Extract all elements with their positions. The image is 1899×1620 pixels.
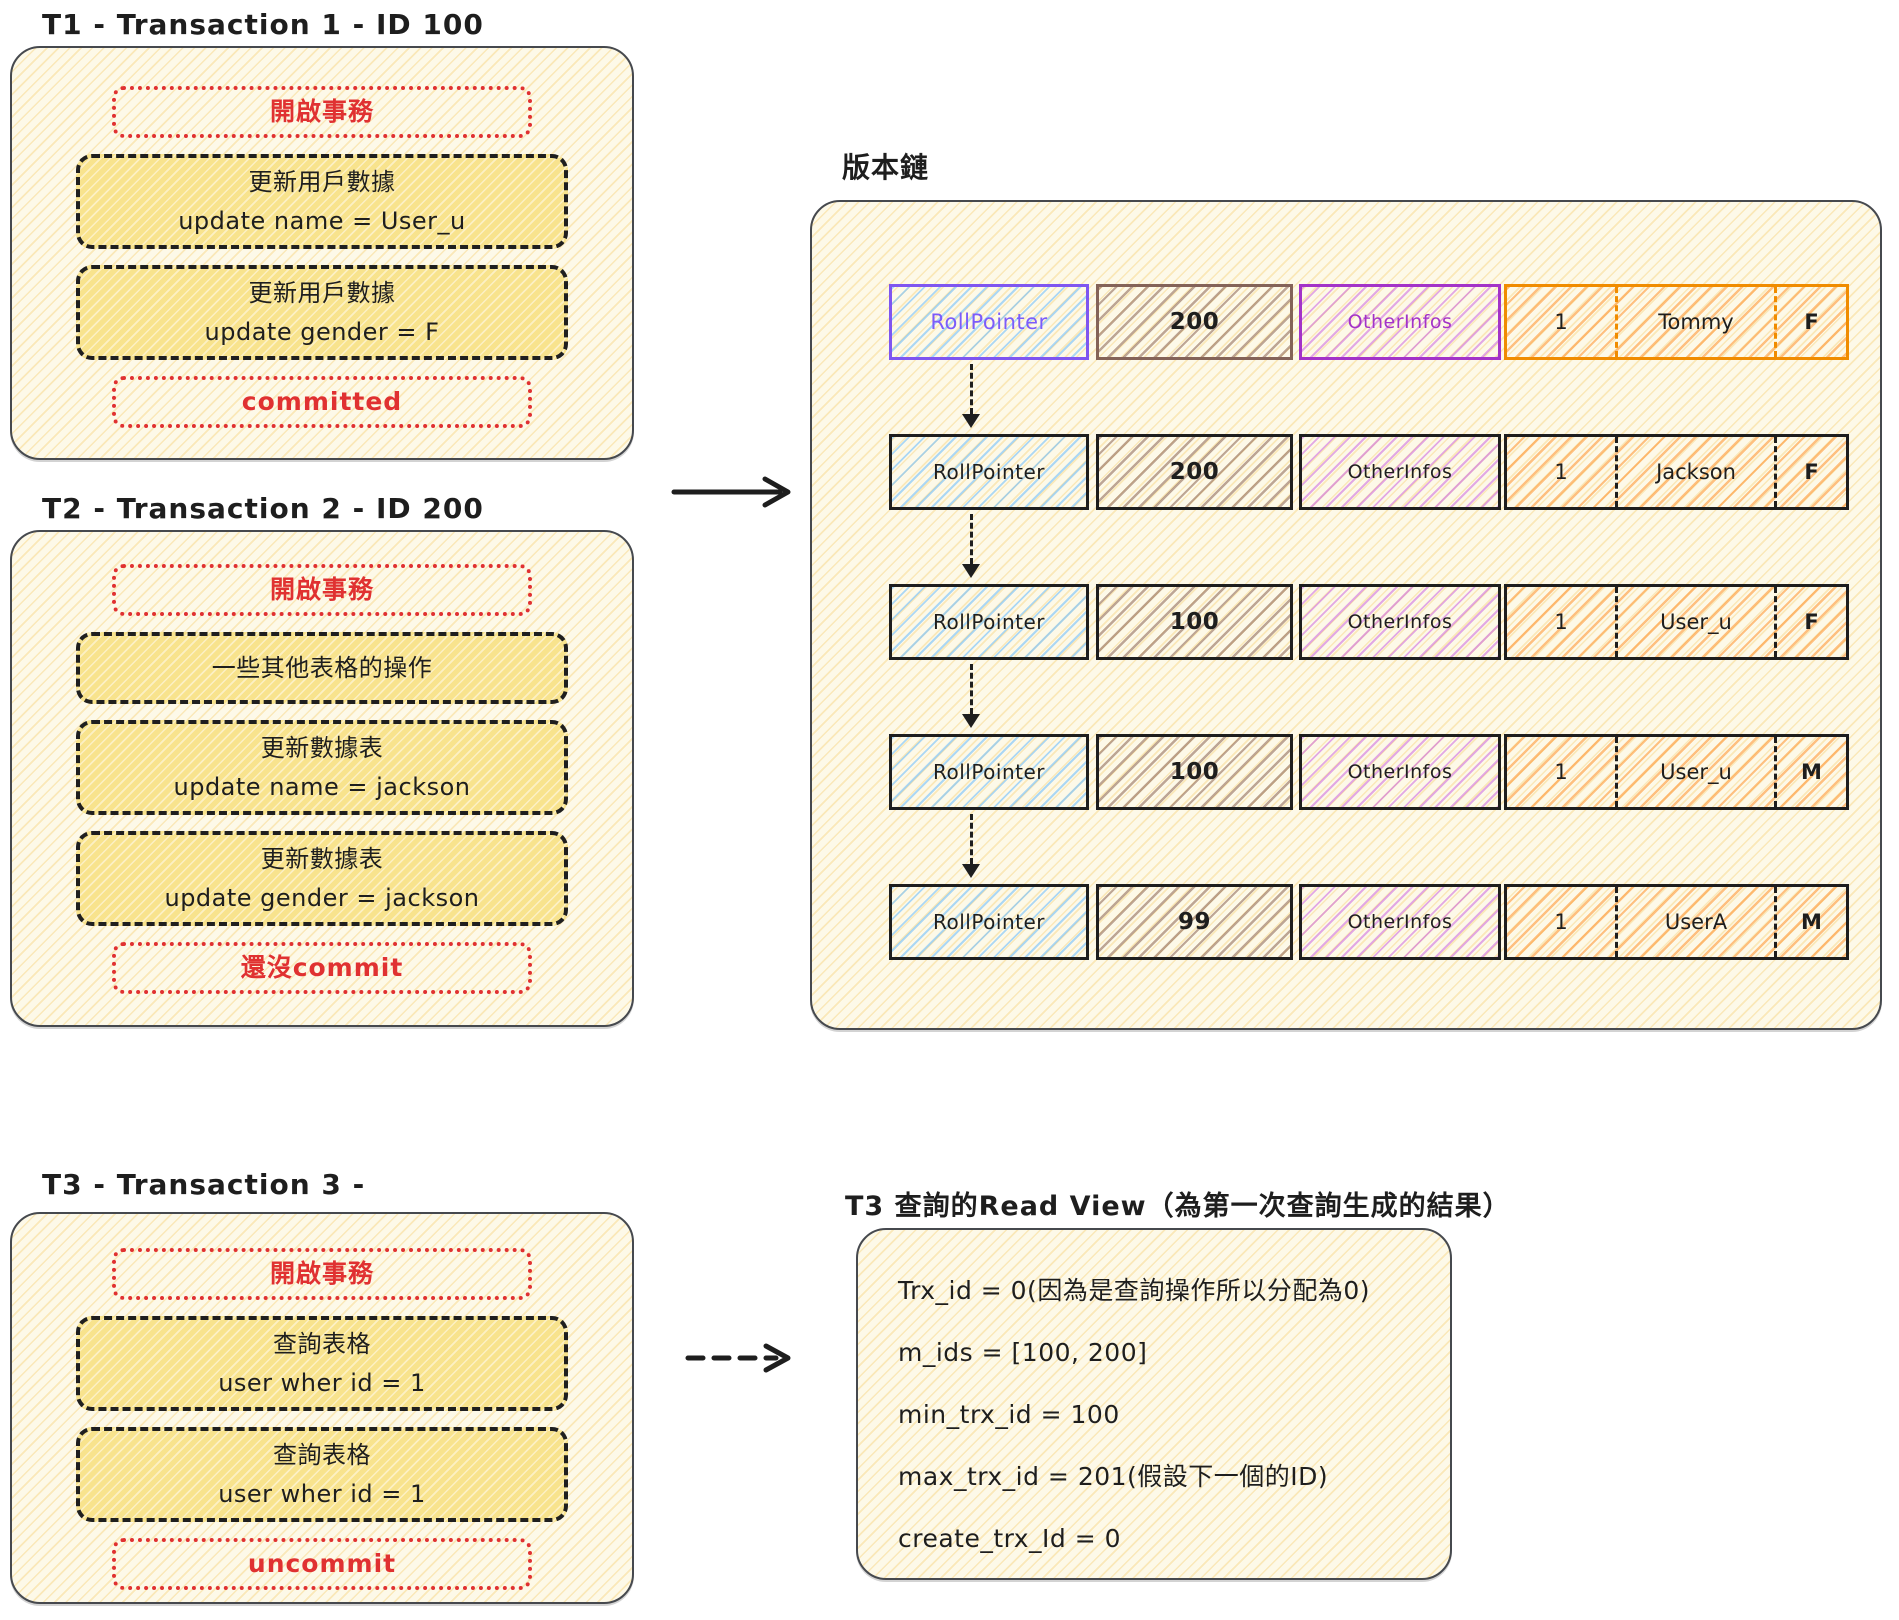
cell-record-name: Jackson — [1615, 437, 1774, 507]
read-view-line: create_trx_Id = 0 — [898, 1524, 1122, 1553]
cell-other-infos: OtherInfos — [1299, 434, 1501, 510]
step-text: 一些其他表格的操作 — [211, 654, 433, 682]
chain-arrow-icon — [962, 664, 980, 728]
cell-other-infos: OtherInfos — [1299, 584, 1501, 660]
cell-other-infos: OtherInfos — [1299, 884, 1501, 960]
cell-roll-pointer: RollPointer — [889, 434, 1089, 510]
transaction-action-step: 更新數據表 update gender = jackson — [76, 831, 568, 926]
step-text: 開啟事務 — [269, 1259, 374, 1288]
cell-trx-id: 100 — [1096, 584, 1293, 660]
step-text: update name = User_u — [178, 207, 466, 235]
cell-roll-pointer: RollPointer — [889, 284, 1089, 360]
transaction-action-step: 更新數據表 update name = jackson — [76, 720, 568, 815]
read-view-lines: Trx_id = 0(因為是查詢操作所以分配為0) m_ids = [100, 2… — [858, 1230, 1450, 1578]
cell-record-id: 1 — [1554, 610, 1568, 634]
transaction-2-title: T2 - Transaction 2 - ID 200 — [42, 492, 484, 525]
flow-arrow-solid-icon — [671, 476, 791, 508]
cell-record-id: 1 — [1554, 310, 1568, 334]
transaction-1-steps: 開啟事務更新用戶數據 update name = User_u 更新用戶數據 upda… — [12, 48, 632, 458]
cell-other-infos: OtherInfos — [1299, 284, 1501, 360]
transaction-1-title: T1 - Transaction 1 - ID 100 — [42, 8, 484, 41]
transaction-action-step: 一些其他表格的操作 — [76, 632, 568, 704]
transaction-3-title: T3 - Transaction 3 - — [42, 1168, 366, 1201]
step-text: 查詢表格 — [273, 1330, 371, 1358]
cell-trx-id: 99 — [1096, 884, 1293, 960]
transaction-action-step: 查詢表格 user wher id = 1 — [76, 1427, 568, 1522]
cell-record-name: User_u — [1615, 587, 1774, 657]
cell-record-gender: M — [1774, 887, 1846, 957]
cell-roll-pointer: RollPointer — [889, 884, 1089, 960]
cell-roll-pointer: RollPointer — [889, 584, 1089, 660]
step-text: uncommit — [247, 1549, 397, 1578]
step-text: update gender = jackson — [164, 884, 480, 912]
transaction-3-panel: 開啟事務查詢表格 user wher id = 1 查詢表格 user wher id… — [10, 1212, 634, 1604]
read-view-line: max_trx_id = 201(假設下一個的ID) — [898, 1462, 1329, 1491]
step-text: committed — [241, 387, 403, 416]
cell-record-gender: F — [1774, 587, 1846, 657]
transaction-status-step: 開啟事務 — [112, 86, 532, 138]
read-view-panel: Trx_id = 0(因為是查詢操作所以分配為0) m_ids = [100, 2… — [856, 1228, 1452, 1580]
transaction-action-step: 更新用戶數據 update gender = F — [76, 265, 568, 360]
transaction-status-step: committed — [112, 376, 532, 428]
step-text: 還沒commit — [240, 953, 404, 982]
step-text: 開啟事務 — [269, 97, 374, 126]
step-text: 更新數據表 — [260, 845, 384, 873]
step-text: 開啟事務 — [269, 575, 374, 604]
transaction-status-step: 還沒commit — [112, 942, 532, 994]
transaction-status-step: 開啟事務 — [112, 1248, 532, 1300]
transaction-action-step: 更新用戶數據 update name = User_u — [76, 154, 568, 249]
read-view-line: m_ids = [100, 200] — [898, 1338, 1148, 1367]
transaction-action-step: 查詢表格 user wher id = 1 — [76, 1316, 568, 1411]
read-view-line: min_trx_id = 100 — [898, 1400, 1120, 1429]
cell-trx-id: 100 — [1096, 734, 1293, 810]
chain-arrow-icon — [962, 814, 980, 878]
step-text: 更新用戶數據 — [248, 168, 396, 196]
step-text: user wher id = 1 — [218, 1480, 426, 1508]
step-text: update gender = F — [204, 318, 440, 346]
cell-record-gender: F — [1774, 287, 1846, 357]
chain-arrow-icon — [962, 364, 980, 428]
cell-record-gender: F — [1774, 437, 1846, 507]
step-text: user wher id = 1 — [218, 1369, 426, 1397]
step-text: update name = jackson — [173, 773, 471, 801]
flow-arrow-dashed-icon — [685, 1343, 791, 1373]
cell-trx-id: 200 — [1096, 434, 1293, 510]
read-view-line: Trx_id = 0(因為是查詢操作所以分配為0) — [898, 1276, 1370, 1305]
cell-record-id: 1 — [1554, 460, 1568, 484]
transaction-3-steps: 開啟事務查詢表格 user wher id = 1 查詢表格 user wher id… — [12, 1214, 632, 1602]
cell-other-infos: OtherInfos — [1299, 734, 1501, 810]
chain-arrow-icon — [962, 514, 980, 578]
step-text: 更新用戶數據 — [248, 279, 396, 307]
read-view-title: T3 查詢的Read View（為第一次查詢生成的結果） — [845, 1191, 1511, 1222]
cell-record-name: User_u — [1615, 737, 1774, 807]
step-text: 查詢表格 — [273, 1441, 371, 1469]
cell-trx-id: 200 — [1096, 284, 1293, 360]
cell-record-id: 1 — [1554, 760, 1568, 784]
cell-record-name: UserA — [1615, 887, 1774, 957]
version-chain-title: 版本鏈 — [842, 151, 930, 184]
cell-record-id: 1 — [1554, 910, 1568, 934]
transaction-status-step: uncommit — [112, 1538, 532, 1590]
cell-record-name: Tommy — [1615, 287, 1774, 357]
transaction-1-panel: 開啟事務更新用戶數據 update name = User_u 更新用戶數據 upda… — [10, 46, 634, 460]
cell-record-gender: M — [1774, 737, 1846, 807]
transaction-status-step: 開啟事務 — [112, 564, 532, 616]
step-text: 更新數據表 — [260, 734, 384, 762]
cell-roll-pointer: RollPointer — [889, 734, 1089, 810]
